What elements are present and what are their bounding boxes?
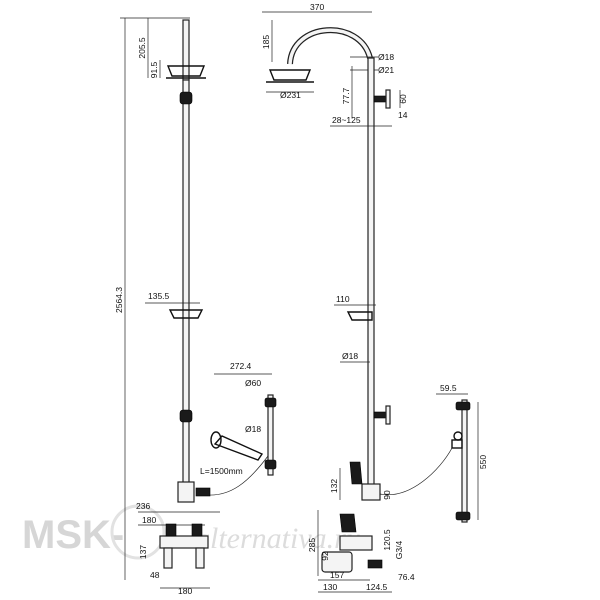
- left-diverter-valve: [177, 481, 195, 503]
- right-mixer-handle: [339, 513, 357, 533]
- slide-rail-length-label: 550: [478, 455, 488, 469]
- right-riser-pipe: [367, 57, 375, 489]
- total-height-label: 2564.3: [114, 287, 124, 313]
- hose-length-label: L=1500mm: [200, 466, 243, 476]
- shelf-width-label: 135.5: [148, 291, 170, 301]
- right-gooseneck-arm-inner: [288, 28, 372, 65]
- thread-label: G3/4: [394, 541, 404, 560]
- left-shower-head: [166, 65, 206, 77]
- right-wall-plate-lower: [385, 405, 391, 425]
- right-gooseneck-arm: [287, 27, 373, 65]
- left-joint-upper: [179, 91, 193, 105]
- watermark: MSK- alternativa.ru: [22, 504, 361, 560]
- mixer-height-label: 137: [138, 545, 148, 559]
- spout-a-label: 130: [323, 582, 337, 592]
- right-hose: [379, 447, 453, 496]
- right-mixer-spout: [321, 551, 353, 573]
- left-mixer-handle-l: [165, 523, 177, 537]
- watermark-script: alternativa.ru: [195, 522, 361, 555]
- slide-rail-view: 59.5 550: [436, 383, 488, 523]
- valve-height-label: 132: [329, 479, 339, 493]
- left-mixer-body: [159, 535, 209, 549]
- handshower-rail: [267, 394, 274, 476]
- left-mixer-handle-r: [191, 523, 203, 537]
- bracket-depth-label: 14: [398, 110, 408, 120]
- spout-c-label: 76.4: [398, 572, 415, 582]
- handshower-head-dia-label: Ø60: [245, 378, 261, 388]
- handshower-rail-bracket-bottom: [264, 459, 277, 470]
- right-shelf-width-label: 110: [336, 294, 350, 304]
- handshower-reach-label: 272.4: [230, 361, 252, 371]
- slide-rail-bracket-top: [455, 401, 471, 411]
- left-joint-lower: [179, 409, 193, 423]
- wall-range-label: 28~125: [332, 115, 361, 125]
- right-mixer-outlet: [367, 559, 383, 569]
- handshower-head: [210, 431, 222, 449]
- left-mixer-leg-l: [163, 547, 173, 569]
- spout-height-label: 92: [320, 551, 330, 561]
- right-shower-head: [268, 69, 312, 81]
- right-diverter-handle: [349, 461, 363, 485]
- right-soap-shelf: [346, 311, 373, 321]
- spout-b-label: 124.5: [366, 582, 388, 592]
- slide-rail-handset-head: [453, 431, 463, 441]
- pipe-dia-top-label: Ø18: [378, 52, 394, 62]
- slide-rail-bracket-bottom: [455, 511, 471, 521]
- base-depth-label: 157: [330, 570, 344, 580]
- right-mixer-body: [339, 535, 373, 551]
- handshower-rail-dia-label: Ø18: [245, 424, 261, 434]
- right-wall-plate-upper: [385, 89, 391, 109]
- arm-reach-label: 370: [310, 2, 324, 12]
- mixer-width-label: 236: [136, 501, 150, 511]
- bracket-height-label: 60: [398, 94, 408, 104]
- watermark-brand: MSK-: [22, 513, 124, 557]
- slide-rail-bar: [461, 399, 468, 523]
- mixer-base-label: 180: [178, 586, 192, 596]
- handshower-handset: [213, 435, 264, 461]
- left-riser-pipe: [182, 79, 190, 491]
- left-mixer-leg-r: [195, 547, 205, 569]
- right-diverter-valve: [361, 483, 381, 501]
- left-soap-shelf: [168, 309, 204, 319]
- outlet-height-label: 120.5: [382, 529, 392, 551]
- mixer-inner-label: 180: [142, 515, 156, 525]
- arm-drop-label: 77.7: [341, 87, 351, 104]
- pipe-dia-outer-label: Ø21: [378, 65, 394, 75]
- left-view: 2564.3 205.5 91.5 135.5 L=1500mm 236 180…: [114, 17, 269, 596]
- arm-height-label: 185: [261, 35, 271, 49]
- right-wall-bracket-upper: [373, 95, 387, 103]
- slide-rail-holder: [451, 439, 463, 449]
- head-height-label: 205.5: [137, 37, 147, 59]
- base-height-label: 285: [307, 538, 317, 552]
- right-wall-bracket-lower: [373, 411, 387, 419]
- handshower-view: 272.4 Ø60 Ø18: [210, 361, 277, 476]
- pipe-dia-mid-label: Ø18: [342, 351, 358, 361]
- slide-rail-offset-label: 59.5: [440, 383, 457, 393]
- left-top-arm: [182, 19, 190, 81]
- handshower-rail-bracket-top: [264, 397, 277, 408]
- head-depth-label: 91.5: [149, 61, 159, 78]
- watermark-logo-ring: [110, 504, 166, 560]
- head-dia-label: Ø231: [280, 90, 301, 100]
- mixer-offset-label: 48: [150, 570, 160, 580]
- left-diverter-handle: [195, 487, 211, 497]
- right-view: 370 185 Ø231 Ø18 Ø21 77.7 60 14 28~125 1…: [261, 2, 453, 593]
